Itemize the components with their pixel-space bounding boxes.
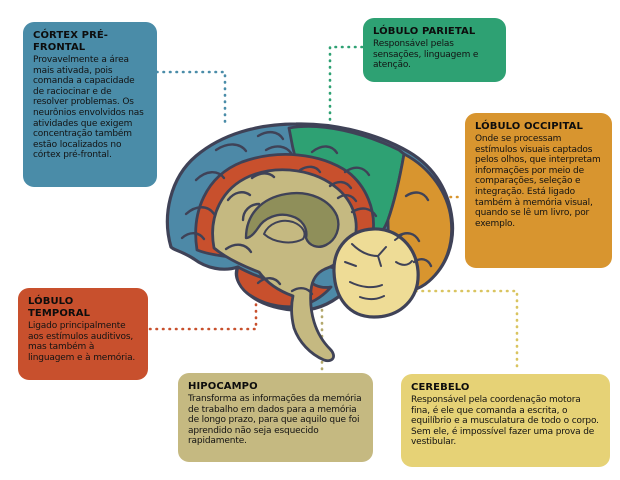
inner-fold-core: [263, 219, 306, 244]
callout-cerebellum: CEREBELO Responsável pela coordenação mo…: [401, 374, 610, 467]
sulci-lines: [180, 131, 433, 296]
inner-fold-region: [244, 191, 340, 248]
callout-title: CEREBELO: [411, 382, 470, 393]
callout-body: Ligado principalmente aos estímulos audi…: [28, 321, 136, 363]
connector-temporal: [148, 302, 258, 331]
callout-title: LÓBULO TEMPORAL: [28, 296, 91, 319]
callout-body: Responsável pela coordenação motora fina…: [411, 395, 599, 448]
callout-prefrontal-cortex: CÓRTEX PRÉ-FRONTAL Provavelmente a área …: [23, 22, 157, 187]
callout-body: Onde se processam estímulos visuais capt…: [475, 134, 601, 229]
callout-title: LÓBULO OCCIPITAL: [475, 121, 583, 132]
callout-body: Transforma as informações da memória de …: [188, 394, 362, 447]
connector-prefrontal: [155, 70, 227, 129]
callout-title: HIPOCAMPO: [188, 381, 258, 392]
callout-body: Responsável pelas sensações, linguagem e…: [373, 39, 479, 71]
callout-occipital-lobe: LÓBULO OCCIPITAL Onde se processam estím…: [465, 113, 612, 268]
callout-temporal-lobe: LÓBULO TEMPORAL Ligado principalmente ao…: [18, 288, 148, 380]
callout-body: Provavelmente a área mais ativada, pois …: [33, 55, 144, 161]
callout-hippocampus: HIPOCAMPO Transforma as informações da m…: [178, 373, 373, 462]
cerebellum-branches: [344, 233, 413, 301]
callout-parietal-lobe: LÓBULO PARIETAL Responsável pelas sensaç…: [363, 18, 506, 82]
connector-parietal: [328, 45, 364, 124]
connector-cerebellum: [388, 289, 519, 374]
callout-title: CÓRTEX PRÉ-FRONTAL: [33, 30, 109, 53]
callout-title: LÓBULO PARIETAL: [373, 26, 476, 37]
cerebellum-region: [332, 227, 420, 319]
